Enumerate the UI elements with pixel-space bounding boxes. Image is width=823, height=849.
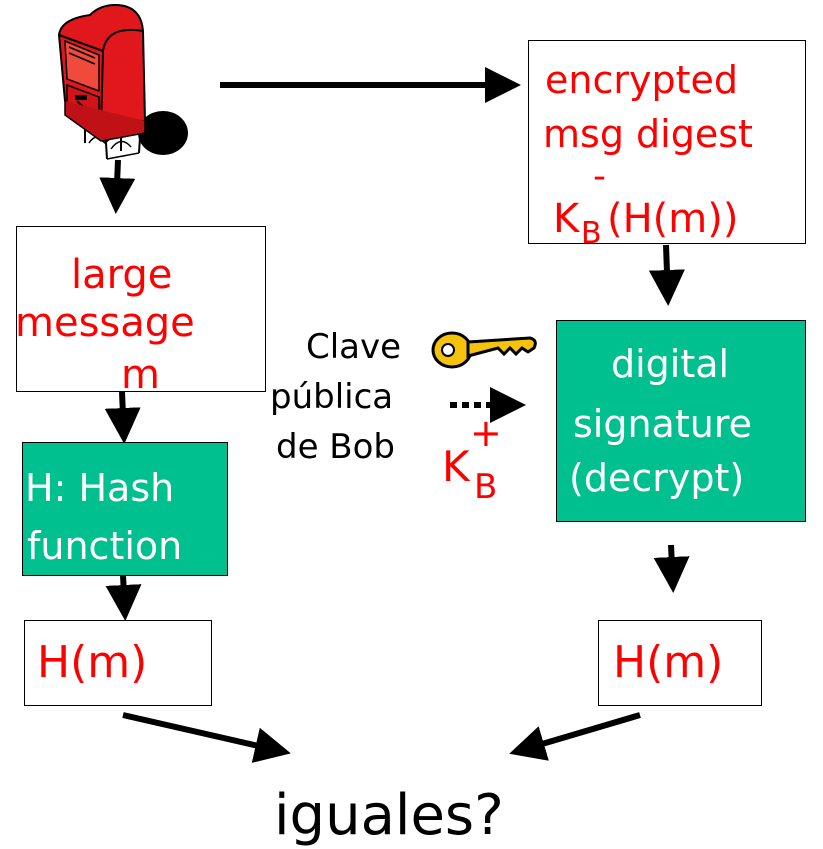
arrow-right-hm-to-question (509, 712, 641, 761)
public-key-sup: + (470, 411, 502, 455)
private-key-k: K (553, 196, 580, 242)
large-label: large (71, 252, 173, 298)
private-key-minus: - (593, 156, 606, 197)
arrow-message-to-hash (104, 391, 141, 444)
message-label: message (15, 300, 195, 346)
encrypted-label: encrypted (545, 58, 738, 102)
clave-label: Clave (306, 327, 402, 367)
publica-label: pública (270, 377, 394, 417)
encrypted-expression: (H(m)) (607, 196, 739, 242)
hash-function-box: H: Hash function (22, 442, 228, 576)
arrow-signature-to-hm (653, 544, 690, 593)
encrypted-digest-box: encrypted msg digest - K B (H(m)) (528, 40, 806, 249)
decrypt-label: (decrypt) (569, 456, 745, 500)
digital-label: digital (611, 342, 730, 386)
arrow-left-hm-to-question (122, 712, 291, 763)
function-label: function (27, 524, 183, 568)
private-key-sub: B (581, 216, 602, 251)
arrow-mailbox-to-message (99, 159, 136, 214)
hash-result-left-box: H(m) (24, 620, 212, 706)
hash-result-right: H(m) (613, 637, 724, 688)
mailbox-icon (57, 3, 188, 160)
hash-label: H: Hash (25, 466, 175, 510)
hash-result-left: H(m) (37, 637, 148, 688)
equality-question: iguales? (274, 783, 504, 848)
public-key-k: K (442, 442, 470, 491)
public-key-sub: B (474, 467, 498, 507)
arrow-encrypted-to-signature (648, 244, 685, 306)
digital-signature-box: digital signature (decrypt) (556, 320, 806, 522)
hash-result-right-box: H(m) (598, 620, 762, 706)
message-m-label: m (121, 352, 160, 398)
de-bob-label: de Bob (276, 427, 396, 467)
large-message-box: large message m (15, 226, 266, 398)
signature-label: signature (573, 402, 752, 446)
arrow-hash-to-hm (105, 574, 142, 621)
key-icon (431, 331, 537, 369)
msg-digest-label: msg digest (543, 112, 753, 156)
